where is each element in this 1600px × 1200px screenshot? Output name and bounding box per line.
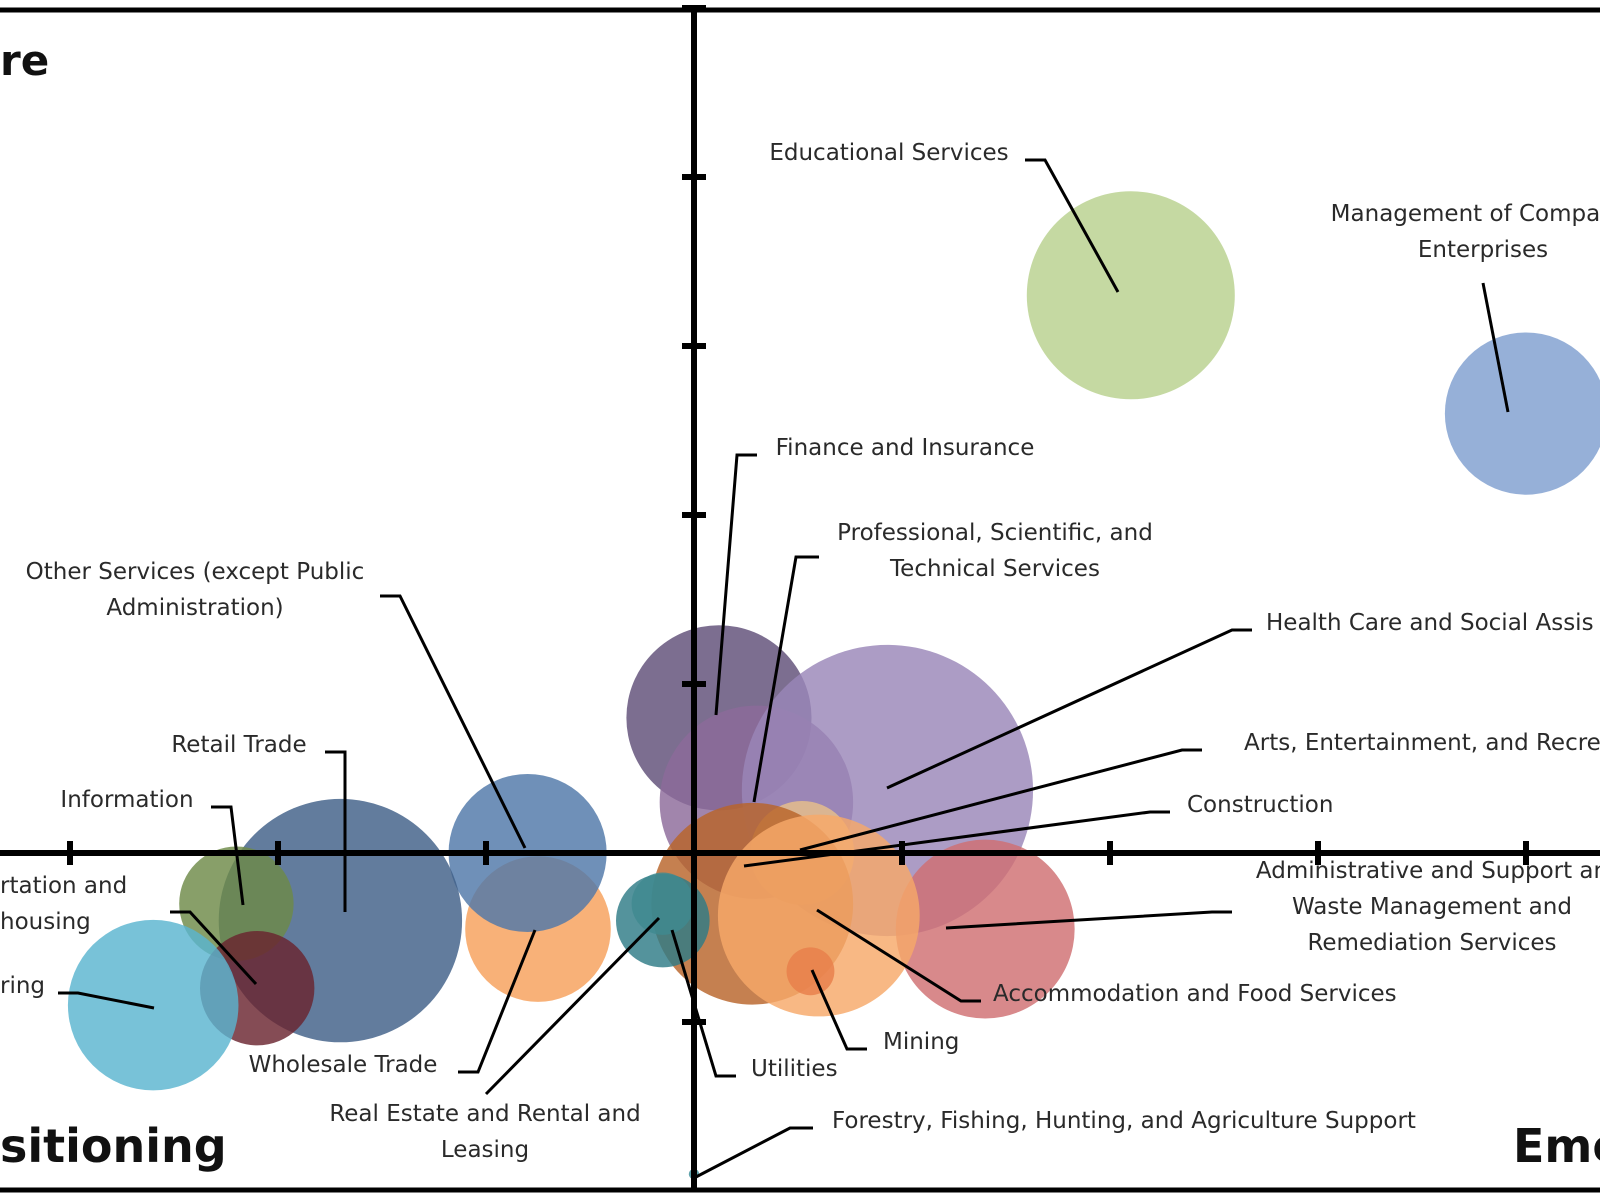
leader-line-educational-services bbox=[1025, 158, 1120, 293]
bubble-label-retail-trade: Retail Trade bbox=[171, 732, 306, 758]
leader-line-transportation-and-warehousing bbox=[170, 910, 258, 986]
quadrant-label-bottom-left: sitioning bbox=[0, 1119, 227, 1173]
bubble-mining bbox=[786, 947, 835, 996]
label-line: Other Services (except Public bbox=[26, 559, 365, 585]
leader-line-wholesale-trade bbox=[458, 929, 537, 1074]
label-line: housing bbox=[0, 909, 91, 935]
bubble-label-utilities: Utilities bbox=[751, 1056, 838, 1082]
label-line: Waste Management and bbox=[1292, 894, 1572, 920]
label-line: Mining bbox=[883, 1029, 959, 1055]
leader-line-real-estate-and-rental-and-leasing bbox=[484, 916, 661, 1096]
leader-line-management-of-companies-and-enterprises bbox=[1481, 282, 1510, 413]
bubble-label-construction: Construction bbox=[1187, 792, 1333, 818]
label-line: Finance and Insurance bbox=[776, 435, 1035, 461]
bubble-label-administrative-and-support-and-waste-management-and-remediation-services: Administrative and Support an Waste Manag… bbox=[1256, 858, 1600, 956]
leader-line-construction bbox=[743, 810, 1170, 868]
bubble-label-wholesale-trade: Wholesale Trade bbox=[249, 1052, 438, 1078]
bubble-accommodation-and-food-services bbox=[717, 814, 920, 1017]
chart-frame bbox=[0, 7, 1600, 1193]
label-line: Administrative and Support an bbox=[1256, 858, 1600, 884]
label-line: Accommodation and Food Services bbox=[993, 981, 1397, 1007]
label-line: Educational Services bbox=[769, 140, 1008, 166]
bubble-real-estate-and-rental-and-leasing bbox=[631, 872, 694, 935]
label-line: Remediation Services bbox=[1307, 930, 1556, 956]
bubble-label-information: Information bbox=[60, 787, 193, 813]
bubble-label-manufacturing: ring bbox=[0, 973, 45, 999]
bubble-educational-services bbox=[1026, 191, 1235, 400]
label-line: Information bbox=[60, 787, 193, 813]
leader-line-arts-entertainment-and-recreation bbox=[799, 748, 1202, 852]
bubble-label-mining: Mining bbox=[883, 1029, 959, 1055]
quadrant-label-top-left: re bbox=[0, 36, 49, 85]
leader-line-mining bbox=[810, 969, 867, 1051]
label-line: Arts, Entertainment, and Recre bbox=[1244, 730, 1600, 756]
bubble-label-finance-and-insurance: Finance and Insurance bbox=[776, 435, 1035, 461]
label-line: ring bbox=[0, 973, 45, 999]
bubble-label-forestry-fishing-hunting-and-agriculture-support: Forestry, Fishing, Hunting, and Agricult… bbox=[832, 1108, 1416, 1134]
leader-line-professional-scientific-and-technical-services bbox=[752, 555, 819, 803]
label-line: Utilities bbox=[751, 1056, 838, 1082]
label-line: Construction bbox=[1187, 792, 1333, 818]
label-line: Enterprises bbox=[1418, 237, 1548, 263]
leader-line-finance-and-insurance bbox=[714, 453, 757, 716]
leader-line-administrative-and-support-and-waste-management-and-remediation-services bbox=[945, 910, 1232, 930]
bubble-label-arts-entertainment-and-recreation: Arts, Entertainment, and Recre bbox=[1244, 730, 1600, 756]
label-line: Management of Companie bbox=[1331, 201, 1600, 227]
bubble-management-of-companies-and-enterprises bbox=[1444, 332, 1600, 495]
leader-line-forestry-fishing-hunting-and-agriculture-support bbox=[693, 1126, 813, 1180]
leader-line-retail-trade bbox=[325, 750, 347, 912]
bubble-administrative-and-support-and-waste-management-and-remediation-services bbox=[895, 839, 1075, 1019]
leader-line-information bbox=[211, 805, 245, 906]
leader-line-manufacturing bbox=[58, 991, 155, 1010]
label-line: Professional, Scientific, and bbox=[837, 520, 1153, 546]
axes-layer bbox=[0, 5, 1600, 1190]
bubble-label-transportation-and-warehousing: rtation and housing bbox=[0, 873, 127, 935]
leader-line-accommodation-and-food-services bbox=[816, 908, 981, 1003]
leader-lines-layer bbox=[58, 158, 1510, 1180]
quadrant-labels-layer: re sitioning Eme bbox=[0, 36, 1600, 1173]
label-line: Leasing bbox=[441, 1137, 529, 1163]
label-line: Retail Trade bbox=[171, 732, 306, 758]
label-line: Wholesale Trade bbox=[249, 1052, 438, 1078]
bubble-label-management-of-companies-and-enterprises: Management of CompanieEnterprises bbox=[1331, 201, 1600, 263]
label-line: Technical Services bbox=[889, 556, 1100, 582]
leader-line-other-services-except-public-administration bbox=[380, 594, 527, 849]
label-line: Health Care and Social Assis bbox=[1266, 610, 1594, 636]
bubble-label-accommodation-and-food-services: Accommodation and Food Services bbox=[993, 981, 1397, 1007]
bubble-label-educational-services: Educational Services bbox=[769, 140, 1008, 166]
quadrant-label-bottom-right: Eme bbox=[1513, 1119, 1600, 1173]
label-line: rtation and bbox=[0, 873, 127, 899]
bubble-label-health-care-and-social-assistance: Health Care and Social Assis bbox=[1266, 610, 1594, 636]
bubbles-layer bbox=[67, 191, 1600, 1180]
leader-line-utilities bbox=[670, 929, 736, 1078]
label-line: Forestry, Fishing, Hunting, and Agricult… bbox=[832, 1108, 1416, 1134]
leader-line-health-care-and-social-assistance bbox=[886, 628, 1252, 790]
bubble-manufacturing bbox=[67, 919, 239, 1091]
label-line: Real Estate and Rental and bbox=[329, 1101, 640, 1127]
label-line: Administration) bbox=[106, 595, 283, 621]
